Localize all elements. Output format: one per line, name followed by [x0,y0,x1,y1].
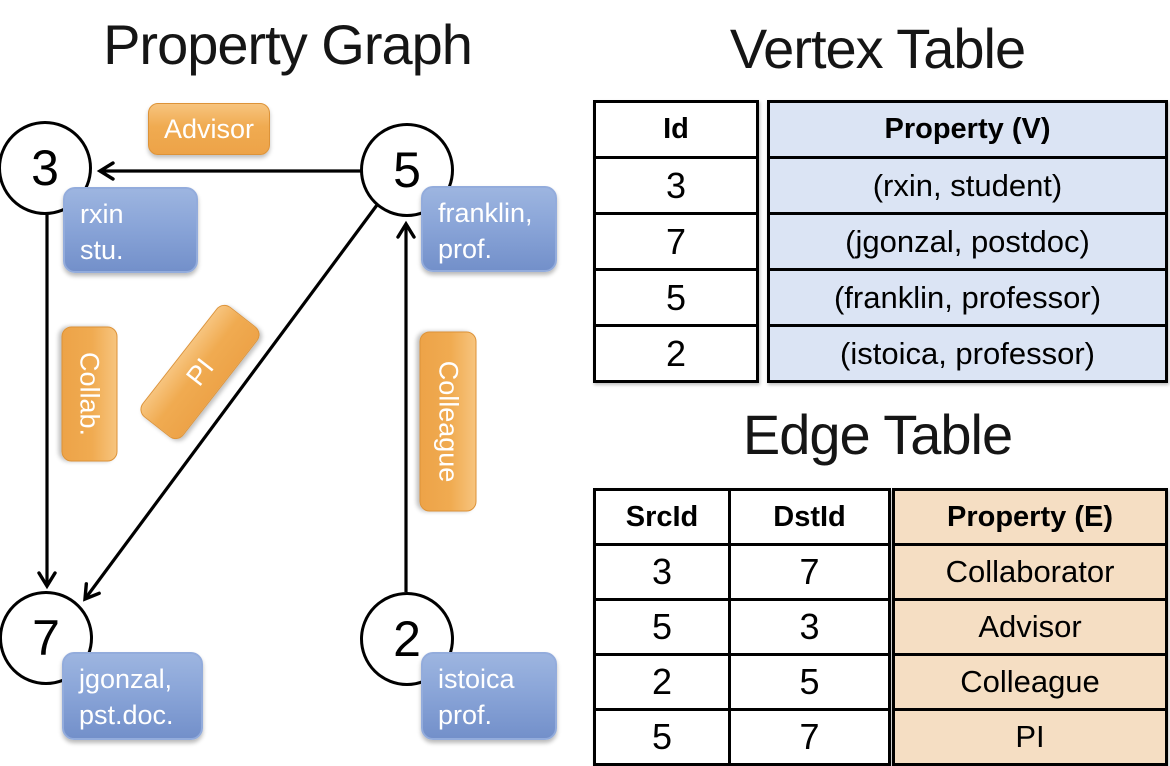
vertex-property-cell: (jgonzal, postdoc) [767,212,1168,271]
vertex-label-7: jgonzal, pst.doc. [62,652,203,740]
vertex-property-cell: (franklin, professor) [767,268,1168,327]
node-7-id: 7 [32,610,60,666]
edge-dstid-cell: 7 [728,708,891,766]
vertex-label-3-line2: stu. [80,234,124,265]
edge-table-title: Edge Table [742,403,1013,466]
vertex-label-5: franklin, prof. [421,186,557,272]
edge-label-colleague: Colleague [419,331,477,512]
edge-src-dst-columns: SrcId DstId 3 7 5 3 2 5 5 7 [593,488,891,766]
edge-srcid-cell: 5 [593,598,731,656]
vertex-property-cell: (istoica, professor) [767,324,1168,383]
vertex-label-5-line1: franklin, [438,198,533,228]
edge-property-cell: Colleague [892,653,1168,711]
node-2-id: 2 [393,611,421,667]
vertex-id-cell: 5 [593,268,759,327]
vertex-table-title: Vertex Table [729,17,1026,80]
edge-srcid-cell: 5 [593,708,731,766]
edge-label-advisor-text: Advisor [163,113,255,144]
edge-dstid-cell: 7 [728,543,891,601]
vertex-label-5-line2: prof. [438,233,493,264]
vertex-label-2-line2: prof. [438,699,493,730]
vertex-label-3: rxin stu. [63,187,198,273]
node-3-id: 3 [31,140,59,196]
property-graph-title: Property Graph [103,13,473,76]
vertex-label-3-line1: rxin [80,199,124,229]
vertex-label-2: istoica prof. [421,652,557,740]
node-5: 5 [360,123,454,217]
edge-property-cell: Advisor [892,598,1168,656]
vertex-id-cell: 3 [593,156,759,215]
edge-property-cell: PI [892,708,1168,766]
edge-dstid-header: DstId [728,488,891,546]
edge-label-collab: Collab. [61,326,118,462]
edge-label-collab-text: Collab. [75,351,105,437]
edge-label-colleague-text: Colleague [433,360,464,483]
node-5-id: 5 [393,142,421,198]
vertex-label-7-line1: jgonzal, [79,664,173,694]
vertex-property-column: Property (V) (rxin, student) (jgonzal, p… [767,100,1168,383]
node-2: 2 [360,592,454,686]
edge-pi-5-to-7 [83,204,379,602]
edge-property-header: Property (E) [892,488,1168,546]
vertex-label-2-line1: istoica [438,664,515,694]
edge-srcid-cell: 2 [593,653,731,711]
vertex-property-cell: (rxin, student) [767,156,1168,215]
vertex-id-column: Id 3 7 5 2 [593,100,759,383]
vertex-id-header: Id [593,100,759,159]
edge-label-advisor: Advisor [148,103,270,155]
vertex-id-cell: 2 [593,324,759,383]
edge-label-pi-text: PI [179,352,220,391]
vertex-property-header: Property (V) [767,100,1168,159]
vertex-id-cell: 7 [593,212,759,271]
edge-property-cell: Collaborator [892,543,1168,601]
edge-dstid-cell: 5 [728,653,891,711]
edge-property-column: Property (E) Collaborator Advisor Collea… [892,488,1168,766]
edge-srcid-header: SrcId [593,488,731,546]
edge-srcid-cell: 3 [593,543,731,601]
vertex-label-7-line2: pst.doc. [79,699,174,730]
edge-dstid-cell: 3 [728,598,891,656]
